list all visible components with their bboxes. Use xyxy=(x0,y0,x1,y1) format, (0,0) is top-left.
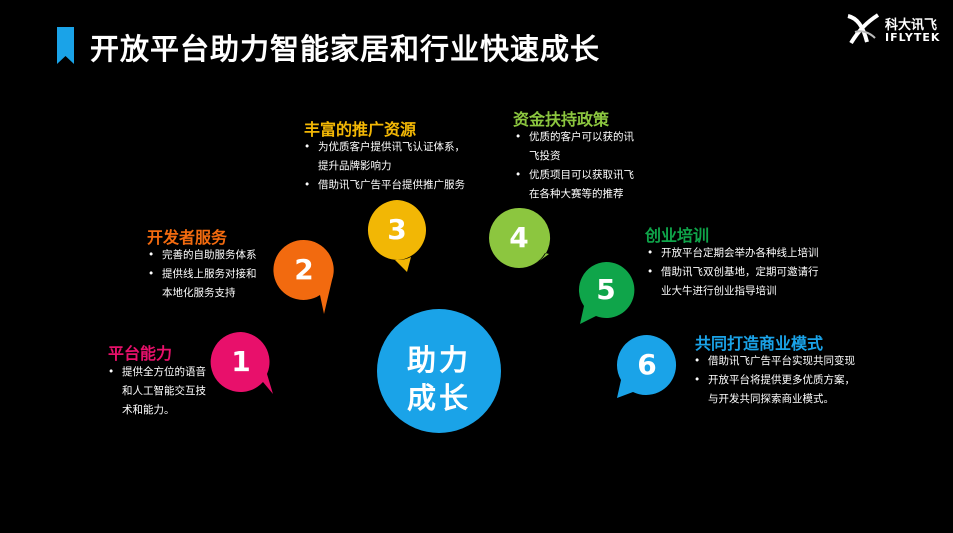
bubble-2-number: 2 xyxy=(294,253,314,286)
logo-en-text: IFLYTEK xyxy=(885,31,941,44)
section-5-bullet-2: 借助讯飞双创基地，定期可邀请行 业大牛进行创业指导培训 xyxy=(645,263,855,301)
bubble-1-number: 1 xyxy=(231,345,251,378)
section-4-bullet-1: 优质的客户可以获的讯 飞投资 xyxy=(513,128,653,166)
page-title: 开放平台助力智能家居和行业快速成长 xyxy=(90,32,601,66)
center-line-1: 助力 xyxy=(406,343,471,377)
bookmark-icon xyxy=(57,27,74,64)
section-1-title: 平台能力 xyxy=(108,344,173,363)
section-3-title: 丰富的推广资源 xyxy=(304,120,417,139)
section-4-title: 资金扶持政策 xyxy=(513,110,610,129)
section-6-bullet-2: 开放平台将提供更多优质方案， 与开发共同探索商业模式。 xyxy=(692,371,892,409)
section-4-bullets: 优质的客户可以获的讯 飞投资 优质项目可以获取讯飞 在各种大赛等的推荐 xyxy=(513,128,653,204)
bubble-4-number: 4 xyxy=(509,221,529,254)
section-6-bullets: 借助讯飞广告平台实现共同变现 开放平台将提供更多优质方案， 与开发共同探索商业模… xyxy=(692,352,892,409)
section-5-bullets: 开放平台定期会举办各种线上培训 借助讯飞双创基地，定期可邀请行 业大牛进行创业指… xyxy=(645,244,855,301)
section-2-bullet-2: 提供线上服务对接和 本地化服务支持 xyxy=(146,265,276,303)
section-5-bullet-1: 开放平台定期会举办各种线上培训 xyxy=(645,244,855,263)
iflytek-logo: 科大讯飞 IFLYTEK xyxy=(845,10,945,50)
bubble-3-number: 3 xyxy=(387,213,407,246)
center-circle: 助力 成长 xyxy=(377,309,501,433)
bubble-5-number: 5 xyxy=(596,273,616,306)
section-1-bullet-1: 提供全方位的语音 和人工智能交互技 术和能力。 xyxy=(106,363,236,420)
section-2-bullet-1: 完善的自助服务体系 xyxy=(146,246,276,265)
section-3-bullet-1: 为优质客户提供讯飞认证体系， 提升品牌影响力 xyxy=(302,138,492,176)
bubble-6-number: 6 xyxy=(637,348,657,381)
section-3-bullets: 为优质客户提供讯飞认证体系， 提升品牌影响力 借助讯飞广告平台提供推广服务 xyxy=(302,138,492,195)
center-line-2: 成长 xyxy=(406,381,471,415)
section-1-bullets: 提供全方位的语音 和人工智能交互技 术和能力。 xyxy=(106,363,236,420)
section-3-bullet-2: 借助讯飞广告平台提供推广服务 xyxy=(302,176,492,195)
section-5-title: 创业培训 xyxy=(645,226,710,245)
section-6-title: 共同打造商业模式 xyxy=(695,334,824,353)
section-2-title: 开发者服务 xyxy=(147,228,228,247)
section-2-bullets: 完善的自助服务体系 提供线上服务对接和 本地化服务支持 xyxy=(146,246,276,303)
logo-cn-text: 科大讯飞 xyxy=(885,18,938,33)
section-6-bullet-1: 借助讯飞广告平台实现共同变现 xyxy=(692,352,892,371)
logo-mark-icon xyxy=(847,13,880,45)
section-4-bullet-2: 优质项目可以获取讯飞 在各种大赛等的推荐 xyxy=(513,166,653,204)
